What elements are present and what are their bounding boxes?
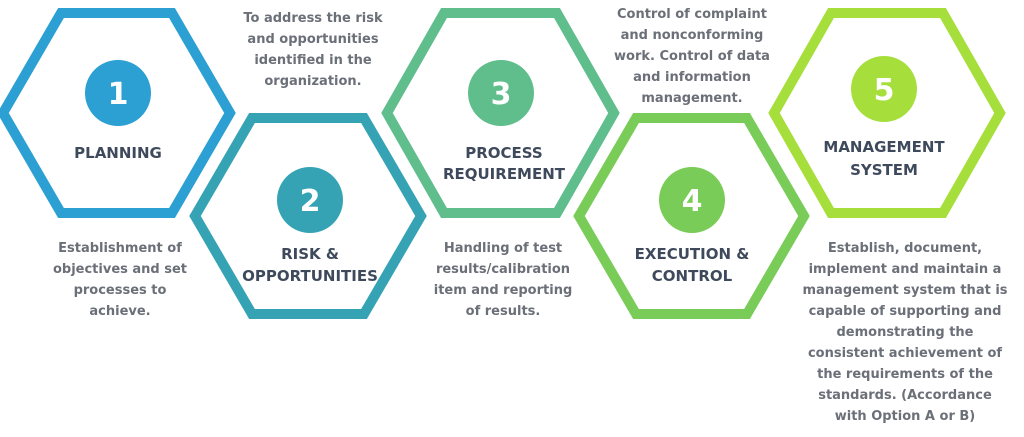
step-2-badge	[277, 167, 343, 233]
step-4-number: 4	[682, 184, 703, 219]
step-2: 2 RISK & OPPORTUNITIES	[189, 113, 427, 319]
step-4-hexagon	[573, 113, 810, 319]
step-1-description: Establishment of objectives and set proc…	[52, 241, 188, 319]
step-5-badge	[851, 56, 917, 122]
step-3-hexagon	[381, 8, 620, 218]
step-1-hexagon	[0, 7, 236, 218]
step-4-description: Control of complaint and nonconforming w…	[614, 7, 770, 106]
step-4: 4 EXECUTION & CONTROL	[573, 113, 810, 319]
step-4-title-line2: CONTROL	[652, 267, 733, 285]
step-1-title-line1: PLANNING	[74, 144, 162, 162]
step-3: 3 PROCESS REQUIREMENT	[381, 8, 620, 218]
step-2-title-line1: RISK &	[281, 245, 339, 263]
step-1-badge	[85, 60, 151, 126]
step-2-hexagon	[189, 113, 427, 319]
step-3-number: 3	[491, 77, 512, 112]
step-4-title-line1: EXECUTION &	[635, 245, 750, 263]
step-5-number: 5	[874, 73, 895, 108]
step-5-hexagon	[768, 8, 1006, 218]
step-1-number: 1	[108, 77, 129, 112]
step-3-description: Handling of test results/calibration ite…	[433, 241, 573, 319]
step-2-title-line2: OPPORTUNITIES	[242, 267, 378, 285]
step-2-description: To address the risk and opportunities id…	[243, 11, 383, 89]
step-5-description: Establish, document, implement and maint…	[802, 241, 1008, 424]
step-5-title-line1: MANAGEMENT	[823, 138, 945, 156]
step-3-title-line2: REQUIREMENT	[443, 165, 566, 183]
step-3-title-line1: PROCESS	[465, 144, 542, 162]
step-3-badge	[468, 60, 534, 126]
step-4-badge	[659, 167, 725, 233]
step-5: 5 MANAGEMENT SYSTEM	[768, 8, 1006, 218]
step-2-number: 2	[300, 184, 321, 219]
step-1: 1 PLANNING	[0, 7, 236, 218]
step-5-title-line2: SYSTEM	[850, 161, 918, 179]
